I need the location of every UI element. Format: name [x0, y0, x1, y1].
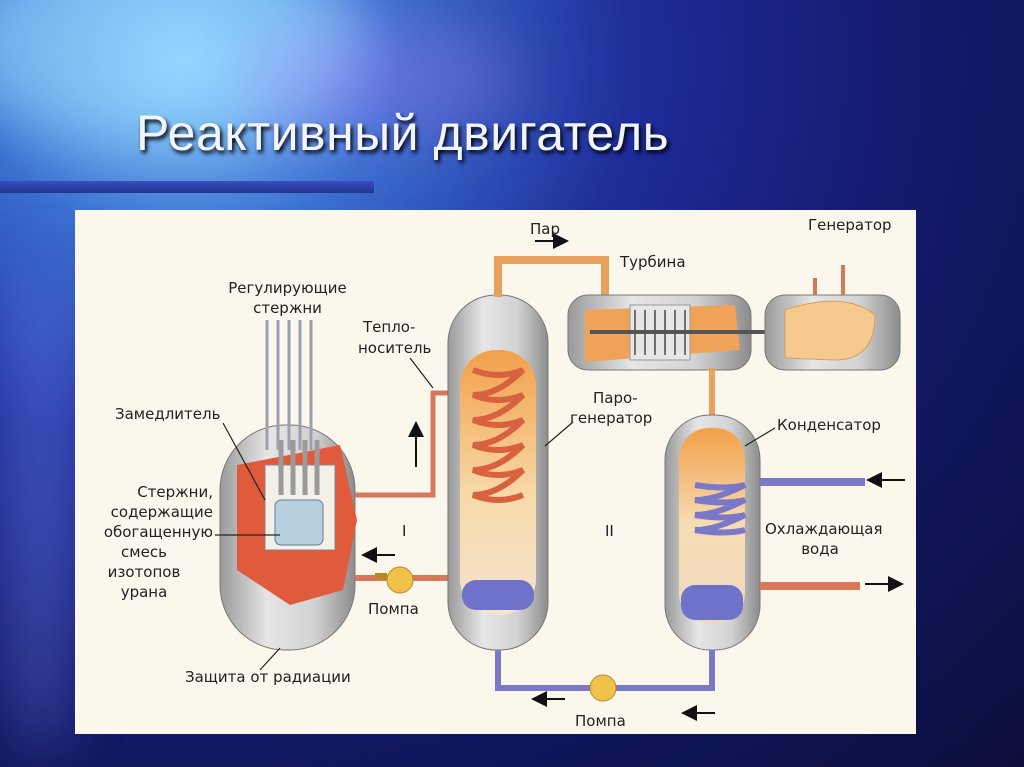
diagram-drawing	[215, 233, 905, 721]
generator-unit	[764, 265, 901, 371]
label-radiation-shield: Защита от радиации	[185, 668, 351, 686]
heating-coil	[471, 367, 526, 503]
title-underline	[0, 181, 374, 193]
turbine	[567, 294, 785, 371]
control-rods	[265, 320, 313, 450]
label-steam-generator-2: генератор	[570, 409, 653, 427]
label-fuel-rods-1: Стержни,	[137, 483, 213, 501]
label-steam-generator-1: Паро-	[593, 389, 638, 407]
label-condenser: Конденсатор	[777, 416, 881, 434]
hot-leg-pipe	[355, 390, 448, 498]
label-generator: Генератор	[808, 216, 892, 234]
label-coolant-1: Тепло-	[363, 318, 416, 336]
reactor-vessel	[219, 320, 357, 651]
condenser	[664, 414, 761, 651]
label-pump-primary: Помпа	[368, 600, 419, 618]
label-fuel-rods-6: урана	[120, 583, 168, 601]
label-cooling-water-2: вода	[801, 540, 839, 558]
steam-pipe	[494, 256, 609, 298]
pump-secondary	[589, 674, 617, 702]
label-steam: Пар	[530, 220, 560, 238]
reactor-diagram: Регулирующие стержни Замедлитель Стержни…	[75, 210, 916, 734]
label-control-rods-1: Регулирующие	[228, 279, 347, 297]
label-cooling-water-1: Охлаждающая	[765, 520, 883, 538]
label-circuit-1: I	[402, 522, 407, 540]
label-fuel-rods-4: смесь	[121, 543, 167, 561]
label-turbine: Турбина	[620, 253, 686, 271]
pump-primary	[386, 566, 414, 594]
label-coolant-2: носитель	[358, 339, 432, 357]
label-pump-secondary: Помпа	[575, 712, 626, 730]
slide-title: Реактивный двигатель	[136, 105, 670, 161]
label-fuel-rods-2: содержащие	[110, 503, 213, 521]
label-control-rods-2: стержни	[253, 299, 322, 317]
label-fuel-rods-3: обогащенную	[103, 523, 213, 541]
label-moderator: Замедлитель	[115, 405, 221, 423]
label-fuel-rods-5: изотопов	[107, 563, 181, 581]
steam-generator	[447, 294, 549, 651]
fuel-rod-bundle	[274, 499, 324, 546]
label-circuit-2: II	[605, 522, 614, 540]
